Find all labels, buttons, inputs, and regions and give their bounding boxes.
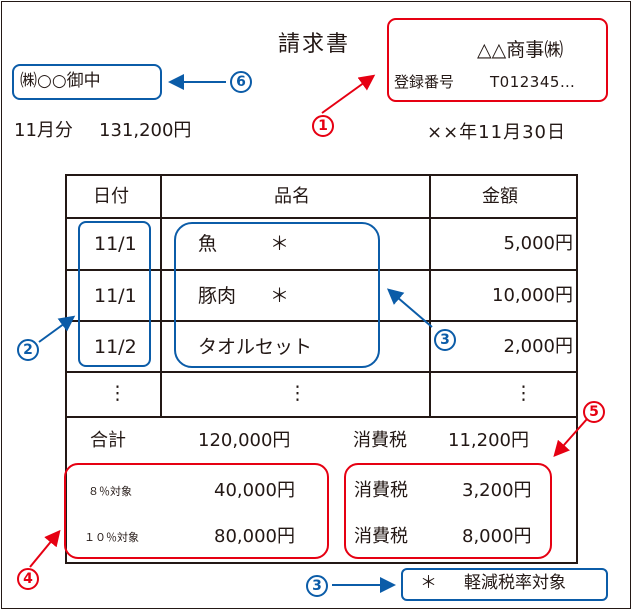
registration-number: T012345… xyxy=(490,73,576,91)
table-divider xyxy=(429,174,431,417)
table-divider xyxy=(65,320,578,322)
row-date: 11/1 xyxy=(94,285,137,307)
arrow-to-rate-tax xyxy=(553,418,588,457)
callout-2: 2 xyxy=(17,339,39,361)
rate8-value: 40,000円 xyxy=(214,480,295,501)
issuer-name: △△商事㈱ xyxy=(477,39,564,61)
rate10-value: 80,000円 xyxy=(214,526,295,547)
ellipsis-date: ⋮ xyxy=(108,382,127,404)
invoice-title: 請求書 xyxy=(278,32,351,57)
tax-label: 消費税 xyxy=(353,430,407,451)
legend-text: 軽減税率対象 xyxy=(464,573,566,593)
reduced-rate-mark: ＊ xyxy=(270,233,290,255)
row-amount: 5,000円 xyxy=(503,233,573,254)
rate10-label: １０％対象 xyxy=(84,531,139,544)
row-item: 魚 xyxy=(198,233,218,255)
row-date: 11/1 xyxy=(94,233,137,255)
rate8-label: ８％対象 xyxy=(88,485,132,498)
legend-box xyxy=(401,568,608,601)
date-column-highlight-box xyxy=(78,221,151,367)
arrow-to-rate-base xyxy=(29,529,61,568)
reduced-rate-mark: ＊ xyxy=(270,285,290,307)
rate10-tax-value: 8,000円 xyxy=(462,526,532,547)
callout-3: 3 xyxy=(434,329,456,351)
table-divider xyxy=(65,217,578,219)
rate8-tax-value: 3,200円 xyxy=(462,480,532,501)
arrow-to-item-column xyxy=(386,288,433,328)
header-date: 日付 xyxy=(93,186,129,207)
billing-total: 131,200円 xyxy=(99,120,192,141)
row-amount: 10,000円 xyxy=(492,285,573,306)
tax-value: 11,200円 xyxy=(448,430,529,451)
callout-3: 3 xyxy=(306,575,328,597)
callout-5: 5 xyxy=(583,401,605,423)
arrow-to-issuer xyxy=(321,74,376,114)
ellipsis-amount: ⋮ xyxy=(514,382,533,404)
addressee-name: ㈱○○御中 xyxy=(20,71,101,91)
arrow-to-date-column xyxy=(38,315,76,343)
legend-mark: ＊ xyxy=(420,573,437,593)
total-value: 120,000円 xyxy=(198,430,291,451)
table-divider xyxy=(65,416,578,418)
rate-tax-highlight-box xyxy=(344,463,552,559)
table-divider xyxy=(160,174,162,417)
rate-base-highlight-box xyxy=(64,463,329,559)
items-table xyxy=(65,174,578,564)
total-label: 合計 xyxy=(90,430,126,451)
row-item: 豚肉 xyxy=(198,285,237,307)
row-amount: 2,000円 xyxy=(503,336,573,357)
rate8-tax-label: 消費税 xyxy=(354,480,408,501)
table-divider xyxy=(65,269,578,271)
ellipsis-item: ⋮ xyxy=(288,382,307,404)
addressee-highlight-box xyxy=(12,64,162,100)
registration-label: 登録番号 xyxy=(394,73,455,91)
callout-4: 4 xyxy=(17,568,39,590)
callout-6: 6 xyxy=(230,71,252,93)
issuer-highlight-box xyxy=(387,18,608,102)
issue-date: ××年11月30日 xyxy=(427,122,566,143)
header-amount: 金額 xyxy=(482,186,518,207)
item-column-highlight-box xyxy=(174,222,380,368)
row-item: タオルセット xyxy=(198,336,313,358)
table-divider xyxy=(65,371,578,373)
billing-month: 11月分 xyxy=(14,120,73,141)
callout-1: 1 xyxy=(312,115,334,137)
header-item: 品名 xyxy=(274,186,310,207)
row-date: 11/2 xyxy=(94,336,137,358)
rate10-tax-label: 消費税 xyxy=(354,526,408,547)
